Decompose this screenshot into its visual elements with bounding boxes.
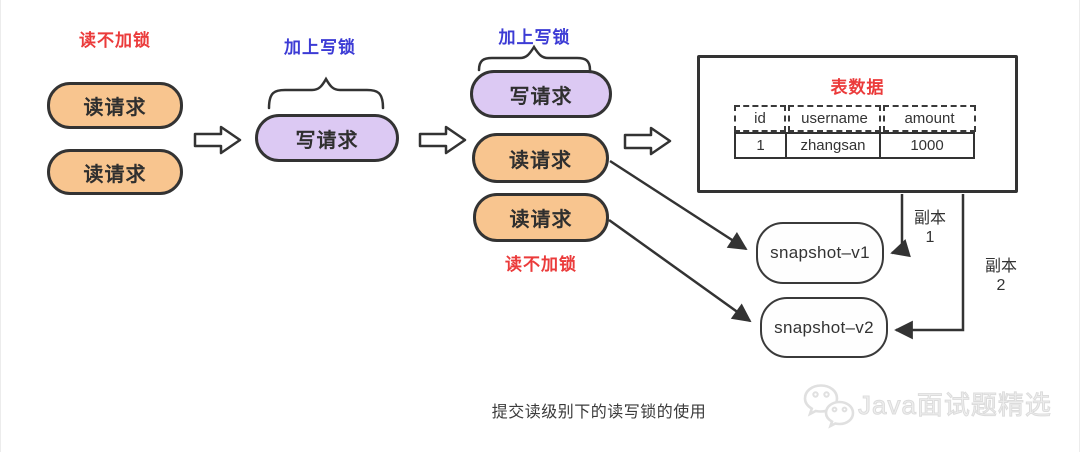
copy-1-text: 副本	[913, 210, 946, 227]
table-header-row: id username amount	[734, 105, 976, 132]
copy-2-text: 副本	[984, 258, 1017, 275]
snapshot-v2-box: snapshot–v2	[760, 297, 888, 358]
table-header-cell: id	[734, 105, 786, 132]
write-request-label: 写请求	[509, 85, 573, 108]
snapshot-v1-label: snapshot–v1	[770, 243, 870, 262]
flow-arrow-icon	[418, 125, 467, 155]
stage3-annotation-bottom: 读不加锁	[505, 255, 577, 274]
table-header-cell: username	[788, 105, 881, 132]
read-request-label: 读请求	[83, 163, 147, 186]
table-row: 1 zhangsan 1000	[734, 132, 975, 159]
copy-2-number: 2	[996, 277, 1006, 294]
write-request-label: 写请求	[295, 129, 359, 152]
read-request-label: 读请求	[83, 97, 147, 119]
diagram-caption: 提交读级别下的读写锁的使用	[491, 404, 707, 421]
table-cell: 1	[734, 132, 787, 159]
brace-icon	[267, 76, 385, 110]
connector-copy-1	[890, 194, 911, 258]
connector-read-to-snapshot-v2	[608, 218, 752, 323]
copy-1-label: 副本 1	[907, 209, 953, 247]
table-header-cell: amount	[883, 105, 976, 132]
read-request-box: 读请求	[47, 149, 183, 195]
watermark-text: Java面试题精选	[858, 390, 1052, 421]
write-request-box: 写请求	[470, 70, 612, 118]
read-request-box: 读请求	[472, 133, 609, 183]
stage1-annotation: 读不加锁	[79, 31, 151, 50]
flow-arrow-icon	[623, 126, 672, 156]
copy-2-label: 副本 2	[978, 257, 1024, 295]
table-cell: zhangsan	[785, 132, 881, 159]
read-request-box: 读请求	[47, 82, 183, 129]
stage2-annotation: 加上写锁	[284, 38, 356, 57]
read-request-label: 读请求	[509, 149, 572, 172]
snapshot-v1-box: snapshot–v1	[756, 222, 884, 284]
wechat-icon	[803, 384, 855, 429]
brace-icon	[477, 44, 592, 72]
table-cell: 1000	[879, 132, 975, 159]
table-data-panel: 表数据 id username amount 1 zhangsan 1000	[697, 55, 1018, 193]
write-request-box: 写请求	[255, 114, 399, 162]
flow-arrow-icon	[193, 125, 242, 155]
read-request-box: 读请求	[473, 193, 609, 242]
snapshot-v2-label: snapshot–v2	[774, 317, 874, 337]
copy-1-number: 1	[925, 229, 935, 246]
read-request-label: 读请求	[509, 209, 573, 231]
table-title: 表数据	[830, 78, 885, 97]
stage3-annotation-top: 加上写锁	[498, 28, 571, 47]
